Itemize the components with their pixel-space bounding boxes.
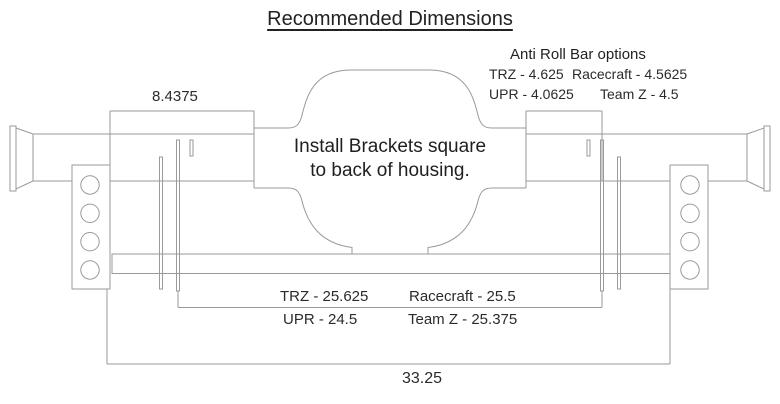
overall-width-dimension-label: 33.25 [402, 370, 443, 387]
install-note-line2: to back of housing. [310, 160, 470, 182]
arb-option-upr: UPR - 4.0625 [489, 86, 574, 102]
bracket-width-dimension-label: 8.4375 [152, 88, 198, 105]
arb-option-trz: TRZ - 4.625 [489, 66, 564, 82]
overall-width-dimension-lines [106, 274, 671, 365]
page-title: Recommended Dimensions [267, 8, 513, 30]
bracket-spacing-dimension-lines [177, 291, 603, 308]
arb-option-teamz: Team Z - 4.5 [600, 86, 679, 102]
lower-dim-teamz: Team Z - 25.375 [408, 311, 518, 328]
lower-dim-trz: TRZ - 25.625 [280, 288, 369, 305]
left-bracket-box [109, 110, 255, 182]
lower-cross-bar [111, 253, 671, 274]
install-note: Install Brackets square to back of housi… [270, 135, 510, 184]
lower-dim-racecraft: Racecraft - 25.5 [409, 288, 516, 305]
arb-option-racecraft: Racecraft - 4.5625 [572, 66, 688, 82]
install-note-line1: Install Brackets square [293, 136, 487, 157]
lower-dim-upr: UPR - 24.5 [283, 311, 358, 328]
right-bracket-box [525, 110, 603, 182]
anti-roll-bar-heading: Anti Roll Bar options [510, 46, 646, 63]
